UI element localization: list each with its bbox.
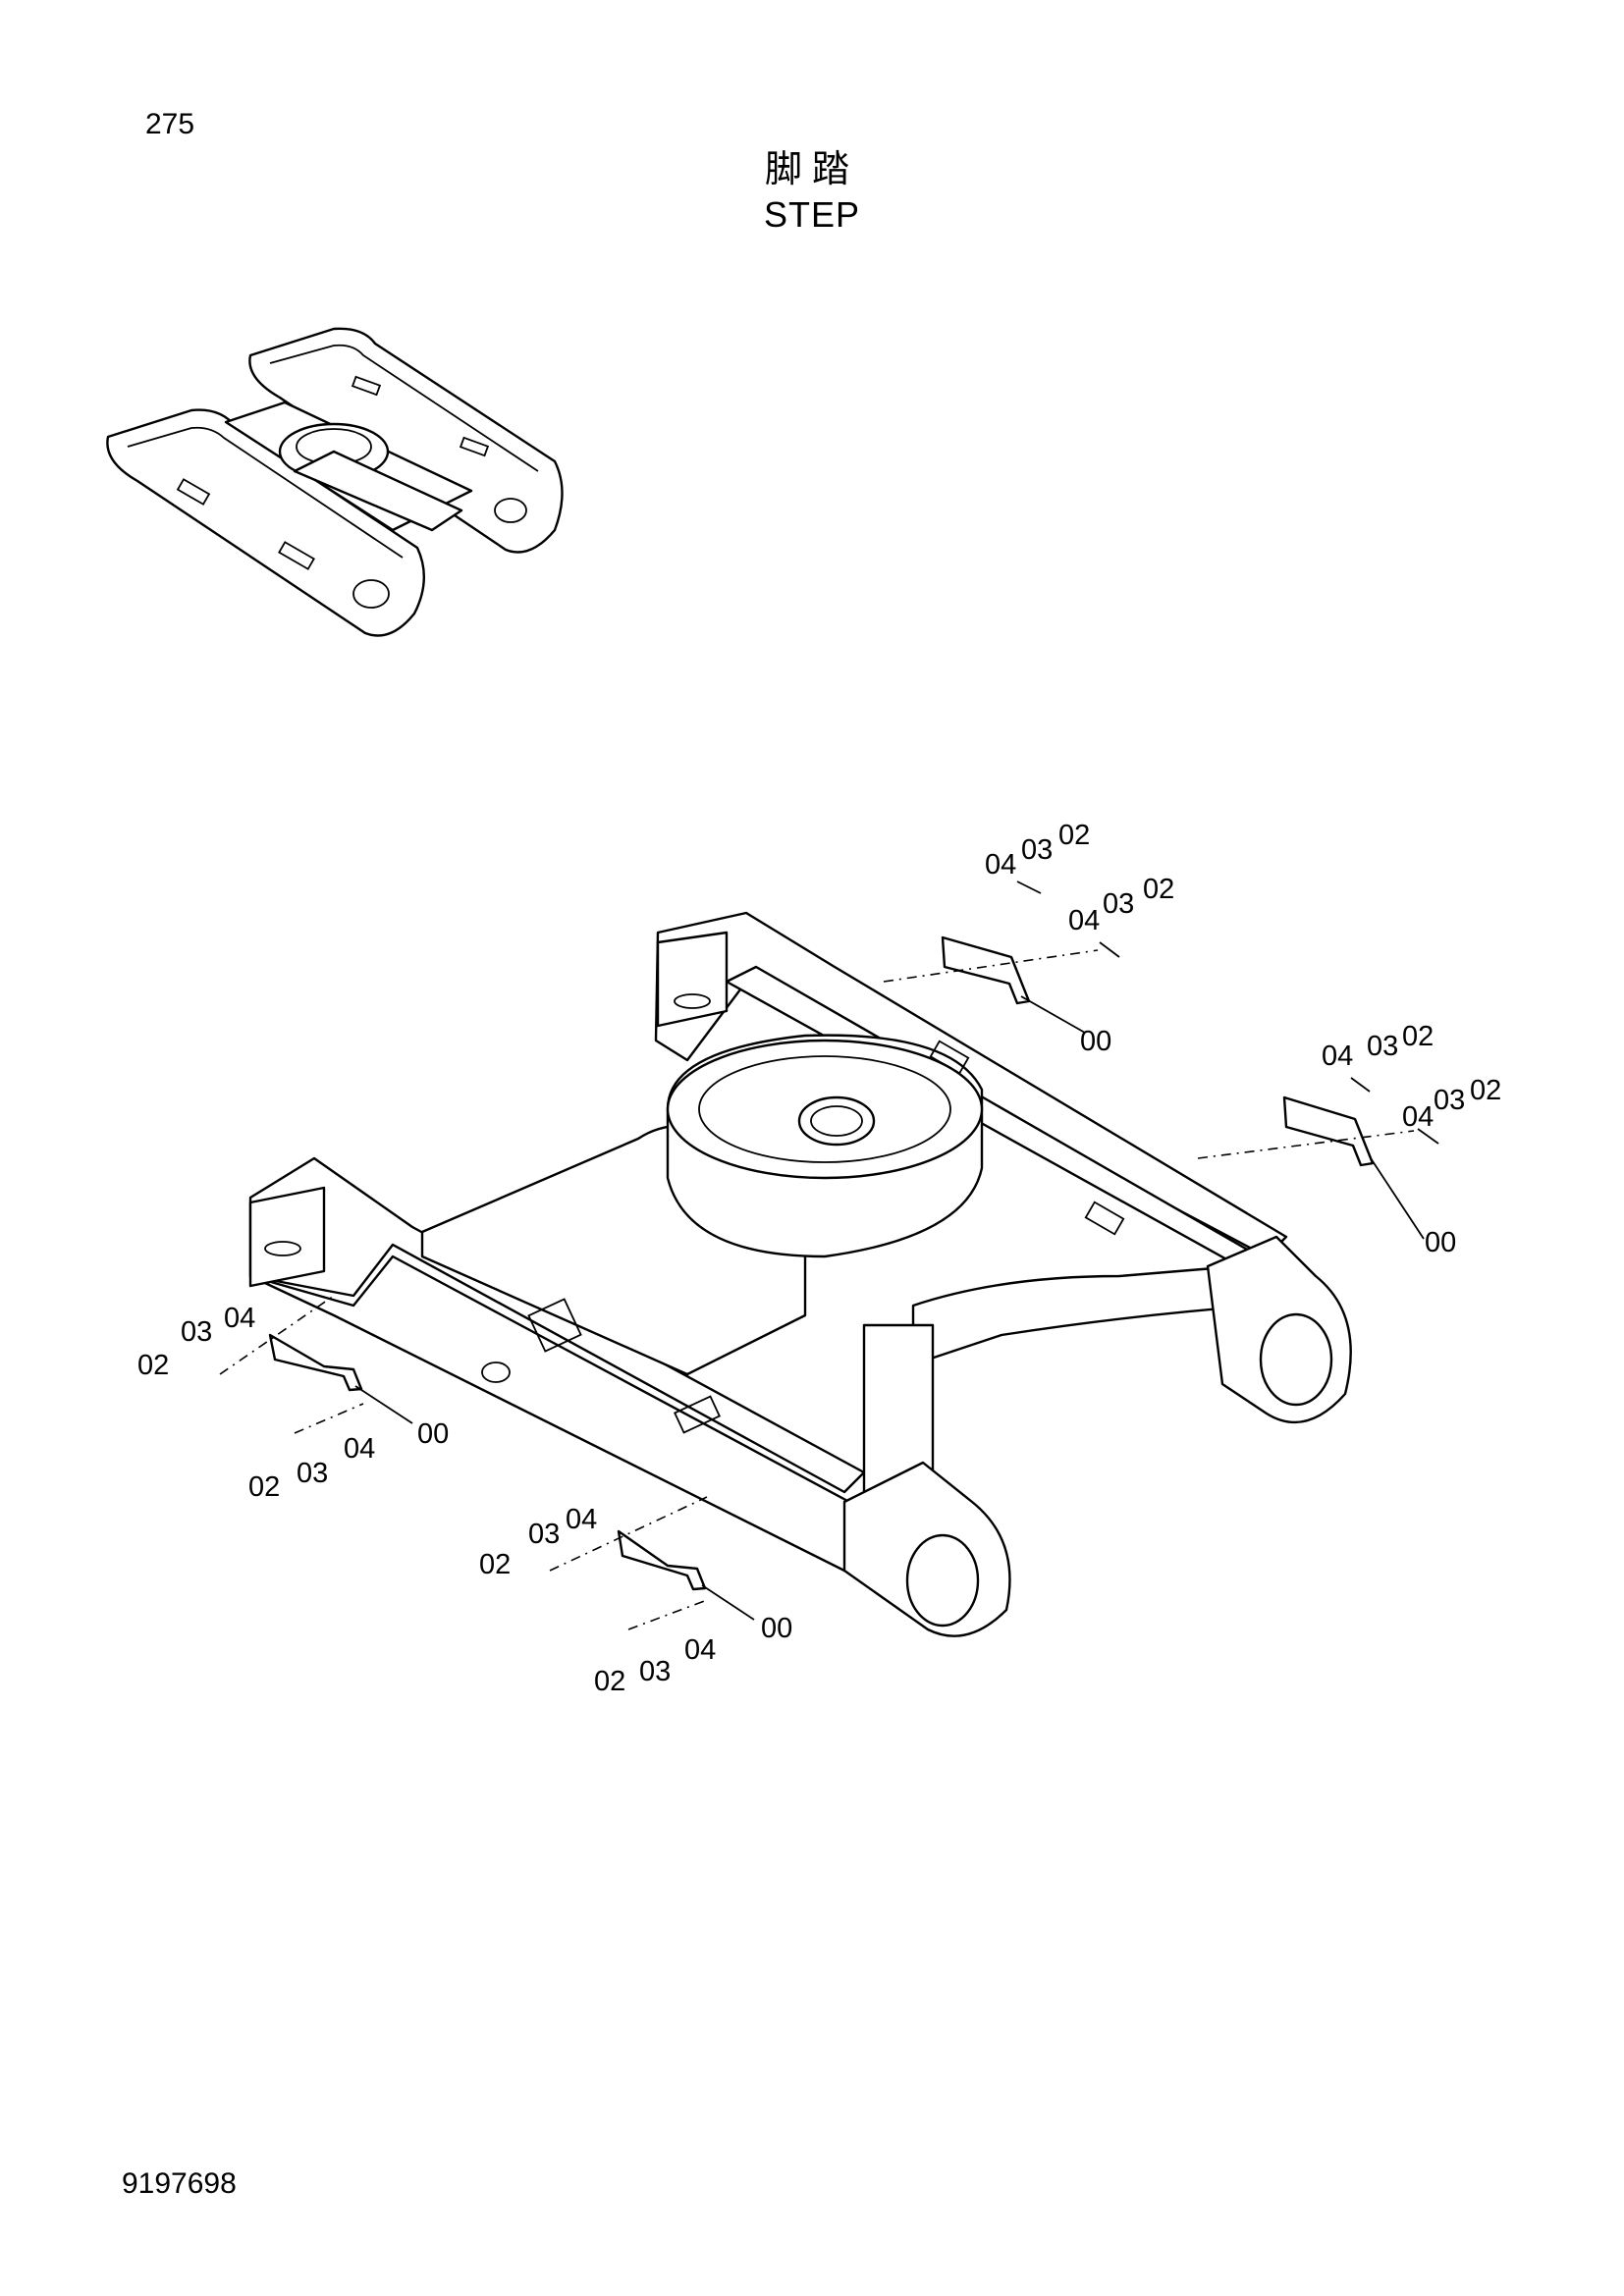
callout-02: 02 [479,1549,511,1580]
leader-lines [219,881,1439,1630]
callout-00: 00 [1080,1026,1111,1057]
callout-04: 04 [1402,1101,1434,1133]
callout-02: 02 [1402,1021,1434,1052]
callout-04: 04 [985,849,1016,881]
callout-03: 03 [1367,1031,1398,1062]
callout-03: 03 [297,1458,328,1489]
track-frame-assembly [248,911,1375,1637]
document-number: 9197698 [122,2167,237,2200]
callout-00: 00 [417,1418,449,1450]
callout-03: 03 [181,1316,212,1348]
callout-03: 03 [639,1656,671,1687]
callout-labels: 04 03 02 04 03 02 00 04 03 02 04 03 02 0… [137,820,1501,1697]
callout-02: 02 [137,1350,169,1381]
callout-02: 02 [1058,820,1090,851]
title-english: STEP [763,193,861,235]
title-chinese: 脚踏 [764,147,859,190]
callout-02: 02 [594,1666,625,1697]
page-number: 275 [145,108,195,140]
callout-00: 00 [1425,1227,1456,1258]
callout-00: 00 [761,1613,792,1644]
callout-03: 03 [1021,834,1053,866]
callout-04: 04 [684,1634,716,1666]
callout-03: 03 [1434,1085,1465,1116]
undercarriage-thumbnail [106,327,564,637]
callout-02: 02 [248,1471,280,1503]
title-block: 脚踏 STEP [0,147,1624,238]
callout-04: 04 [1068,905,1100,936]
callout-04: 04 [224,1303,255,1334]
callout-02: 02 [1470,1075,1501,1106]
callout-03: 03 [528,1519,560,1550]
callout-04: 04 [344,1433,375,1465]
callout-03: 03 [1103,888,1134,920]
callout-04: 04 [1322,1041,1353,1072]
callout-02: 02 [1143,874,1174,905]
callout-04: 04 [566,1504,597,1535]
